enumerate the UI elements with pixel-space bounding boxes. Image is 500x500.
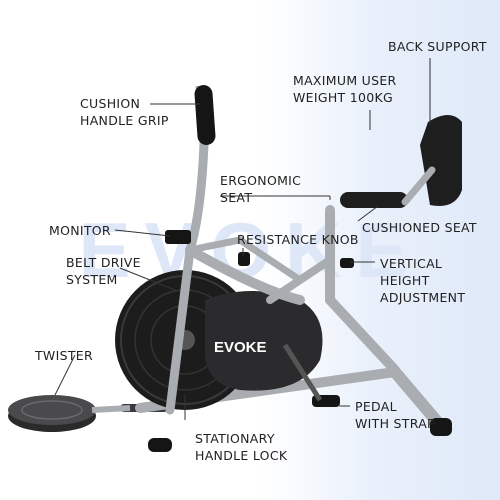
label-pedal-with-strap: PEDAL WITH STRAP	[355, 398, 435, 432]
label-twister-text: TWISTER	[35, 348, 93, 363]
label-belt-drive-system: BELT DRIVE SYSTEM	[66, 254, 141, 288]
label-vertical-line2: HEIGHT	[380, 273, 430, 288]
label-cushioned-seat: CUSHIONED SEAT	[362, 219, 477, 236]
cushion-handle-grip	[194, 85, 216, 145]
rear-foot-cap	[430, 418, 452, 436]
resistance-knob	[238, 252, 250, 266]
label-stationary-line2: HANDLE LOCK	[195, 448, 288, 463]
label-stationary-handle-lock: STATIONARY HANDLE LOCK	[195, 430, 287, 464]
label-back-support: BACK SUPPORT	[388, 38, 487, 55]
label-ergonomic-line2: SEAT	[220, 190, 253, 205]
label-ergonomic-line1: ERGONOMIC	[220, 173, 302, 188]
label-ergonomic-seat: ERGONOMIC SEAT	[220, 172, 301, 206]
label-cushion-line2: HANDLE GRIP	[80, 113, 169, 128]
label-monitor-text: MONITOR	[49, 223, 111, 238]
label-belt-drive-line2: SYSTEM	[66, 272, 118, 287]
rear-stabilizer	[389, 366, 446, 431]
cushioned-seat	[340, 192, 408, 208]
label-pedal-line1: PEDAL	[355, 399, 397, 414]
cover-brand-label: EVOKE	[214, 339, 267, 356]
twister-disc	[8, 395, 96, 425]
label-max-user-line2: WEIGHT 100KG	[293, 90, 393, 105]
label-maximum-user-weight: MAXIMUM USER WEIGHT 100KG	[293, 72, 397, 106]
label-vertical-line1: VERTICAL	[380, 256, 443, 271]
backrest-post	[401, 166, 436, 206]
label-resistance-knob: RESISTANCE KNOB	[237, 231, 359, 248]
label-max-user-line1: MAXIMUM USER	[293, 73, 397, 88]
label-vertical-height-adjustment: VERTICAL HEIGHT ADJUSTMENT	[380, 255, 465, 306]
back-support	[420, 115, 462, 206]
label-cushioned-seat-text: CUSHIONED SEAT	[362, 220, 477, 235]
label-belt-drive-line1: BELT DRIVE	[66, 255, 141, 270]
drive-cover	[205, 291, 323, 391]
rear-handle-arm	[186, 236, 304, 284]
front-foot-cap	[148, 438, 172, 452]
label-pedal-line2: WITH STRAP	[355, 416, 435, 431]
label-cushion-handle-grip: CUSHION HANDLE GRIP	[80, 95, 169, 129]
monitor	[165, 230, 191, 244]
label-twister: TWISTER	[35, 347, 93, 364]
height-adjust-knob	[340, 258, 354, 268]
label-resistance-knob-text: RESISTANCE KNOB	[237, 232, 359, 247]
main-frame-tube	[185, 245, 305, 305]
label-back-support-text: BACK SUPPORT	[388, 39, 487, 54]
label-stationary-line1: STATIONARY	[195, 431, 275, 446]
label-monitor: MONITOR	[49, 222, 111, 239]
pointer-lines	[54, 58, 431, 420]
label-cushion-line1: CUSHION	[80, 96, 141, 111]
label-vertical-line3: ADJUSTMENT	[380, 290, 466, 305]
